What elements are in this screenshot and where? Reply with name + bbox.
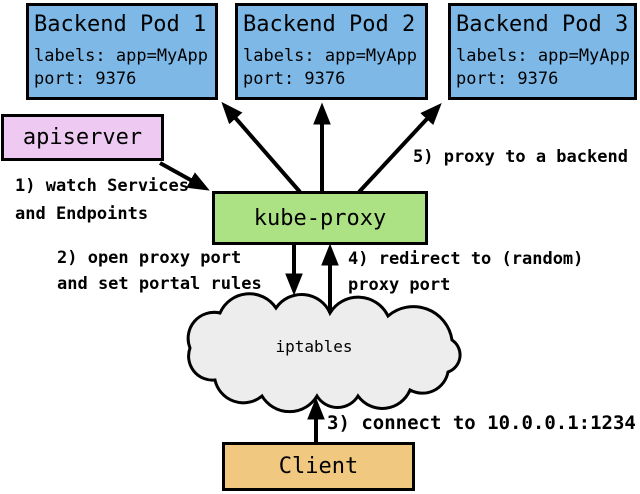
apiserver-label: apiserver bbox=[22, 125, 143, 150]
pod-port-text: port: 9376 bbox=[243, 69, 346, 89]
backend-pod-1-box: Backend Pod 1 labels: app=MyApp port: 93… bbox=[26, 3, 218, 100]
step5-text: 5) proxy to a backend bbox=[413, 147, 628, 167]
step2-line2: and set portal rules bbox=[57, 274, 262, 294]
pod-labels-text: labels: app=MyApp bbox=[456, 46, 630, 66]
backend-pod-3-box: Backend Pod 3 labels: app=MyApp port: 93… bbox=[448, 3, 637, 100]
pod-port-text: port: 9376 bbox=[456, 69, 559, 89]
annotation-step-4: 4) redirect to (random) proxy port bbox=[348, 246, 583, 298]
kube-proxy-box: kube-proxy bbox=[212, 191, 428, 245]
step3-text: 3) connect to 10.0.0.1:1234 bbox=[327, 412, 636, 434]
step4-line1: 4) redirect to (random) bbox=[348, 249, 584, 269]
step1-line1: 1) watch Services bbox=[15, 176, 189, 196]
pod-title: Backend Pod 1 bbox=[34, 12, 207, 37]
iptables-label: iptables bbox=[275, 337, 353, 356]
arrow-proxy-to-backend-1 bbox=[221, 101, 302, 194]
pod-labels-text: labels: app=MyApp bbox=[243, 46, 417, 66]
kube-proxy-label: kube-proxy bbox=[253, 205, 387, 231]
backend-pod-2-box: Backend Pod 2 labels: app=MyApp port: 93… bbox=[235, 3, 428, 100]
pod-title: Backend Pod 2 bbox=[243, 12, 416, 37]
annotation-step-3: 3) connect to 10.0.0.1:1234 bbox=[327, 412, 636, 434]
apiserver-box: apiserver bbox=[1, 114, 164, 161]
annotation-step-2: 2) open proxy port and set portal rules bbox=[57, 245, 262, 297]
annotation-step-1: 1) watch Services and Endpoints bbox=[15, 172, 189, 228]
pod-title: Backend Pod 3 bbox=[456, 12, 629, 37]
client-box: Client bbox=[222, 442, 415, 491]
client-label: Client bbox=[278, 454, 359, 479]
step4-line2: proxy port bbox=[348, 275, 451, 295]
pod-labels-text: labels: app=MyApp bbox=[34, 46, 208, 66]
pod-port-text: port: 9376 bbox=[34, 69, 137, 89]
annotation-step-5: 5) proxy to a backend bbox=[413, 147, 628, 167]
step1-line2: and Endpoints bbox=[15, 204, 149, 224]
step2-line1: 2) open proxy port bbox=[57, 248, 242, 268]
